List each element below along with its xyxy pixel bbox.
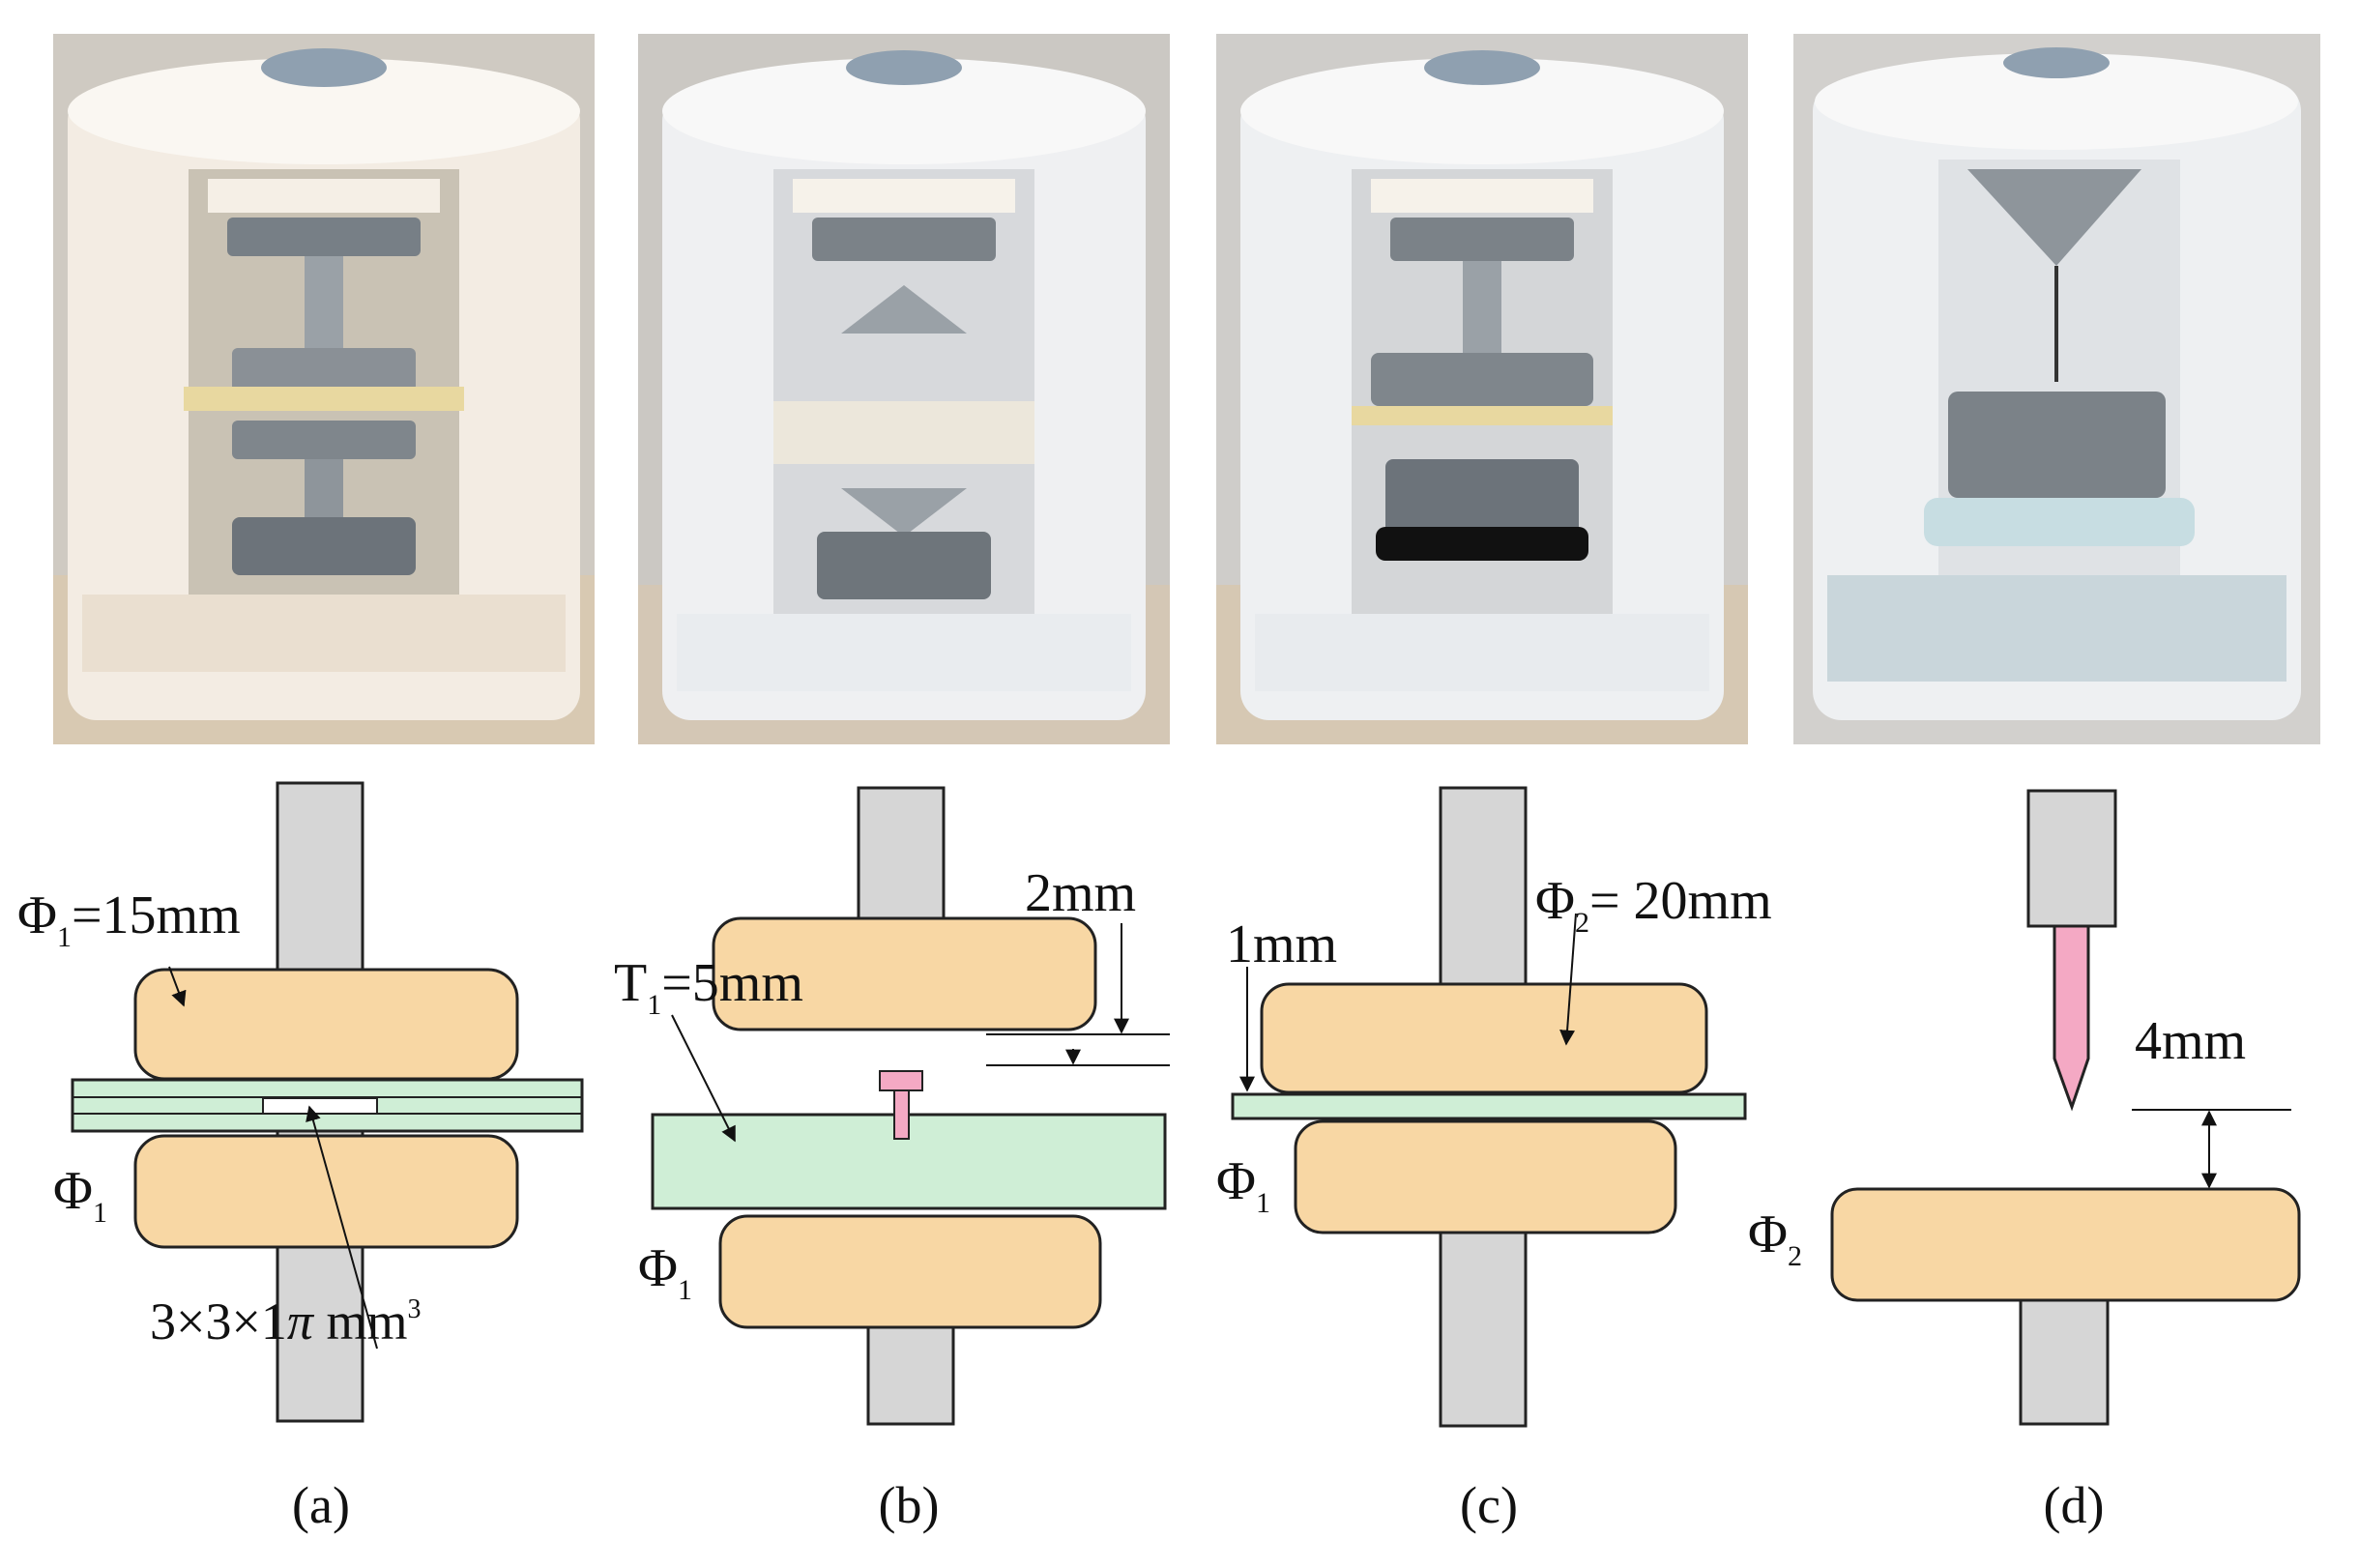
electrode-b-bottom: [718, 1214, 1102, 1329]
electrode-a-top: [133, 968, 519, 1081]
pin-head-b: [879, 1070, 923, 1091]
photo-a: [53, 34, 595, 744]
label-d-phi: Φ2: [1748, 1205, 1802, 1272]
caption-c: (c): [1460, 1476, 1518, 1534]
needle-d: [2053, 924, 2090, 1112]
label-a-phi-bottom: Φ1: [53, 1161, 107, 1229]
photo-d: [1793, 34, 2320, 744]
label-c-film: 1mm: [1226, 915, 1337, 974]
label-a-sample: 3×3×1π mm3: [150, 1292, 422, 1350]
electrode-c-top: [1260, 982, 1708, 1094]
electrode-a-bottom: [133, 1134, 519, 1249]
film-c: [1231, 1092, 1747, 1120]
photo-c: [1216, 34, 1748, 744]
label-d-gap: 4mm: [2135, 1011, 2246, 1071]
caption-b: (b): [879, 1476, 940, 1534]
rod-d-bottom: [2019, 1298, 2110, 1426]
rod-b-top: [857, 786, 946, 920]
label-c-phi-top: Φ2= 20mm: [1535, 871, 1772, 939]
rod-d-top: [2026, 789, 2117, 928]
pin-body-b: [893, 1089, 910, 1140]
panel-a: Φ1=15mm Φ1 3×3×1π mm3 (a): [17, 781, 584, 1534]
panel-d: 4mm Φ2 (d): [1748, 789, 2301, 1534]
caption-a: (a): [292, 1476, 350, 1534]
photo-b: [638, 34, 1170, 744]
panel-b: 2mm T1=5mm Φ1 (b): [614, 786, 1170, 1534]
label-b-phi-bottom: Φ1: [638, 1238, 692, 1306]
sample-a: [262, 1097, 378, 1115]
electrode-d: [1830, 1187, 2301, 1302]
rod-b-bottom: [866, 1325, 955, 1426]
panel-c: 1mm Φ2= 20mm Φ1 (c): [1216, 786, 1772, 1534]
label-c-phi-bottom: Φ1: [1216, 1151, 1270, 1219]
label-b-gap: 2mm: [1025, 863, 1136, 923]
electrode-b-top: [712, 916, 1097, 1031]
label-a-phi-top: Φ1=15mm: [17, 886, 241, 953]
electrode-c-bottom: [1294, 1119, 1677, 1234]
label-b-t: T1=5mm: [614, 953, 803, 1021]
caption-d: (d): [2044, 1476, 2105, 1534]
